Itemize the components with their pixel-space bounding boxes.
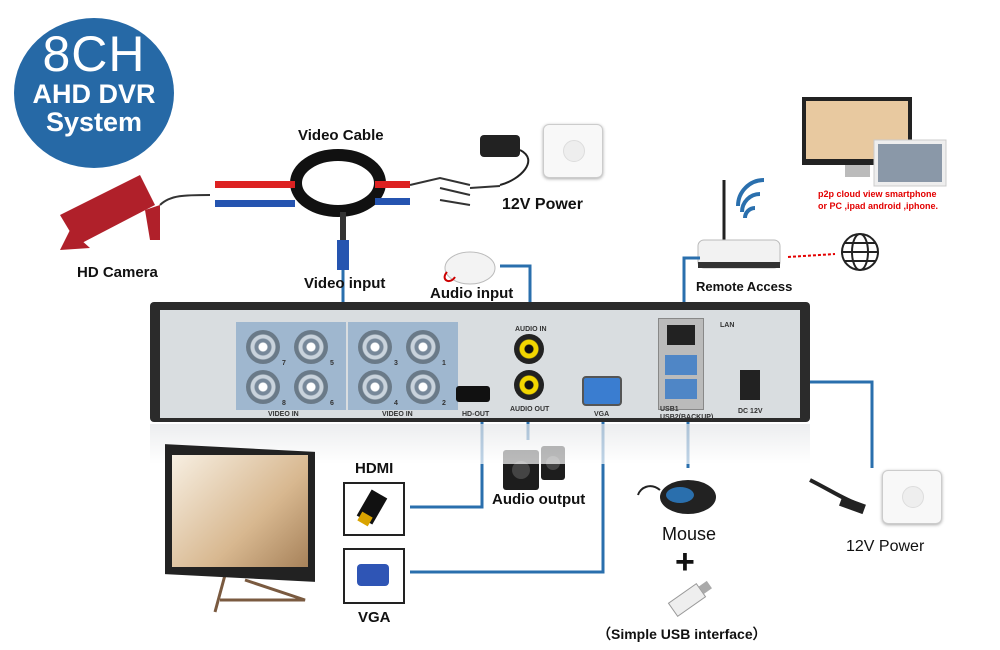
video-cable-icon	[215, 149, 501, 270]
audio-out-port	[514, 370, 544, 400]
monitor-screen	[172, 455, 308, 567]
video-in-label-a: VIDEO IN	[268, 411, 299, 418]
product-badge: 8CH AHD DVR System	[14, 18, 174, 168]
badge-channels: 8CH	[42, 26, 146, 82]
vga-port-label: VGA	[594, 411, 610, 418]
lan-port	[667, 325, 695, 345]
lan-label: LAN	[720, 322, 735, 329]
p2p-line-2: or PC ,ipad android ,iphone.	[818, 201, 939, 211]
usb1-label: USB1	[660, 406, 679, 413]
p2p-note: p2p cloud view smartphone or PC ,ipad an…	[818, 188, 938, 212]
vga-cable-icon	[343, 548, 405, 604]
bnc-port	[294, 370, 328, 404]
audio-output-label: Audio output	[492, 491, 586, 508]
monitor-stand-icon	[213, 574, 306, 613]
remote-monitor-icon	[802, 97, 947, 187]
video-input-label: Video input	[304, 275, 386, 292]
router-icon	[697, 178, 781, 269]
dvr-rear-panel: 7 5 8 6 3 1 4 2 VIDEO IN VIDEO IN HD-OUT…	[160, 310, 800, 421]
bnc-port	[406, 330, 440, 364]
channel-number: 5	[330, 360, 334, 367]
dc-label: DC 12V	[738, 408, 763, 415]
usb1-port	[665, 355, 697, 375]
video-cable-label: Video Cable	[298, 127, 384, 144]
dc-power-port	[740, 370, 760, 400]
power-adapter-icon	[480, 135, 530, 186]
lan-usb-block	[658, 318, 704, 410]
audio-in-label: AUDIO IN	[515, 326, 547, 333]
audio-in-port	[514, 334, 544, 364]
audio-out-label: AUDIO OUT	[510, 406, 550, 413]
video-in-group-a: 7 5 8 6	[236, 322, 346, 410]
channel-number: 3	[394, 360, 398, 367]
power-label-bottom: 12V Power	[846, 538, 925, 555]
hdmi-cable-icon	[343, 482, 405, 536]
channel-number: 7	[282, 360, 286, 367]
badge-type: AHD DVR	[32, 79, 156, 109]
remote-access-label: Remote Access	[696, 279, 793, 294]
usb-interface-label: （Simple USB interface）	[597, 626, 767, 642]
bnc-port	[358, 370, 392, 404]
vga-port	[582, 376, 622, 406]
power-label-top: 12V Power	[502, 196, 583, 213]
bnc-port	[246, 330, 280, 364]
usb2-port	[665, 379, 697, 399]
bnc-port	[294, 330, 328, 364]
bnc-port	[246, 370, 280, 404]
plus-sign: +	[675, 543, 695, 581]
usb-stick-icon	[667, 580, 712, 618]
usb2-label: USB2(BACKUP)	[660, 414, 714, 421]
channel-number: 8	[282, 400, 286, 407]
hdmi-port	[456, 386, 490, 402]
hd-out-label: HD-OUT	[462, 411, 490, 418]
mouse-icon	[637, 480, 716, 514]
mouse-label: Mouse	[662, 524, 717, 544]
bnc-port	[358, 330, 392, 364]
audio-input-label: Audio input	[430, 285, 514, 302]
camera-icon	[60, 175, 160, 250]
globe-icon	[841, 233, 879, 271]
dc-power-cable-icon	[809, 478, 866, 515]
bnc-port	[406, 370, 440, 404]
power-socket-top	[543, 124, 603, 178]
badge-system: System	[45, 107, 143, 137]
channel-number: 2	[442, 400, 446, 407]
hd-camera-label: HD Camera	[77, 264, 158, 281]
p2p-line-1: p2p cloud view smartphone	[818, 189, 937, 199]
vga-label: VGA	[358, 609, 391, 626]
video-in-label-b: VIDEO IN	[382, 411, 413, 418]
channel-number: 4	[394, 400, 398, 407]
audio-input-mic-icon	[443, 251, 496, 285]
power-socket-bottom	[882, 470, 942, 524]
video-in-group-b: 3 1 4 2	[348, 322, 458, 410]
channel-number: 6	[330, 400, 334, 407]
channel-number: 1	[442, 360, 446, 367]
hdmi-label: HDMI	[355, 460, 394, 477]
